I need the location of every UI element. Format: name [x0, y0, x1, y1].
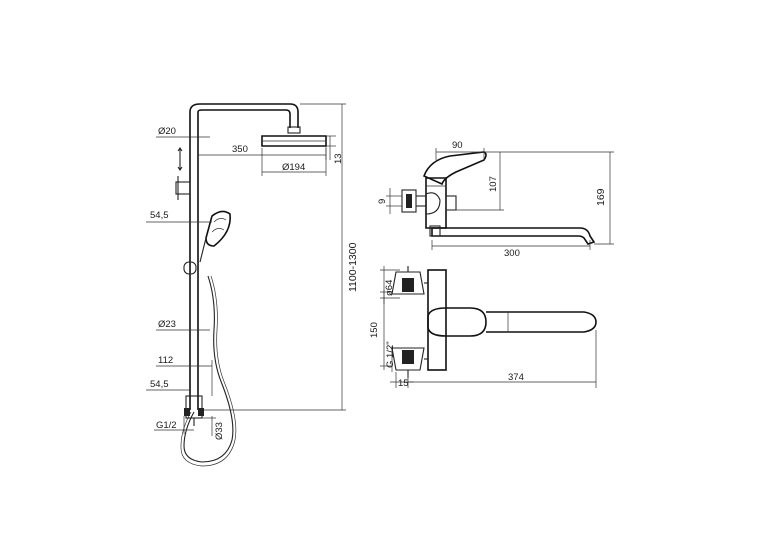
dim-handshower-offset-top: 54,5 [150, 210, 169, 221]
dim-handshower-offset-bottom: 54,5 [150, 379, 169, 390]
dim-rosette-diameter: ø64 [384, 280, 395, 296]
faucet-side-connector [401, 189, 417, 213]
faucet-side-dimension-lines [386, 148, 614, 250]
faucet-top-dimension-lines [380, 266, 597, 388]
faucet-body [425, 177, 447, 229]
dim-head-thickness: 13 [333, 153, 344, 164]
dim-wall-offset: 15 [398, 378, 409, 389]
dim-pipe-diameter-lower: Ø23 [158, 319, 176, 330]
faucet-side-view: 90 107 169 9 300 [377, 140, 614, 259]
dim-lever-height: 107 [488, 176, 499, 192]
shower-arm [189, 103, 299, 128]
handshower-holder [183, 261, 197, 275]
dim-head-diameter: Ø194 [282, 162, 305, 173]
faucet-spout [431, 227, 596, 245]
faucet-lever [422, 151, 487, 186]
dim-lever-reach: 90 [452, 140, 463, 151]
dim-outlet-width: 112 [158, 355, 173, 366]
dim-pipe-diameter: Ø20 [158, 126, 176, 137]
top-connector-upper [391, 266, 425, 295]
top-faucet-body [427, 269, 447, 371]
shower-riser-pipe [189, 112, 199, 410]
dim-inlet-diameter: Ø33 [214, 422, 225, 440]
dim-inlet-thread: G1/2 [156, 420, 177, 431]
dim-inlet-gap: 9 [377, 199, 388, 204]
dim-thread: G 1/2" [385, 341, 396, 368]
dim-spout-length: 374 [508, 372, 524, 383]
clamp-upper [175, 181, 191, 195]
dim-body-height: 169 [595, 188, 607, 206]
shower-head-connector [287, 126, 301, 134]
top-faucet-lever [427, 307, 487, 337]
dim-arm-reach: 350 [232, 144, 248, 155]
hand-shower [199, 210, 231, 263]
dim-height-range: 1100-1300 [347, 242, 359, 292]
top-faucet-spout [486, 311, 597, 333]
shower-column-drawing: Ø20 350 Ø194 13 1100-1300 54,5 Ø23 112 5… [146, 103, 359, 467]
shower-dimension-lines [146, 103, 346, 436]
faucet-top-view: ø64 150 G 1/2" 15 374 [369, 266, 597, 389]
shower-hose [183, 275, 234, 463]
dim-center-distance: 150 [369, 322, 380, 338]
dim-spout-reach: 300 [504, 248, 520, 259]
